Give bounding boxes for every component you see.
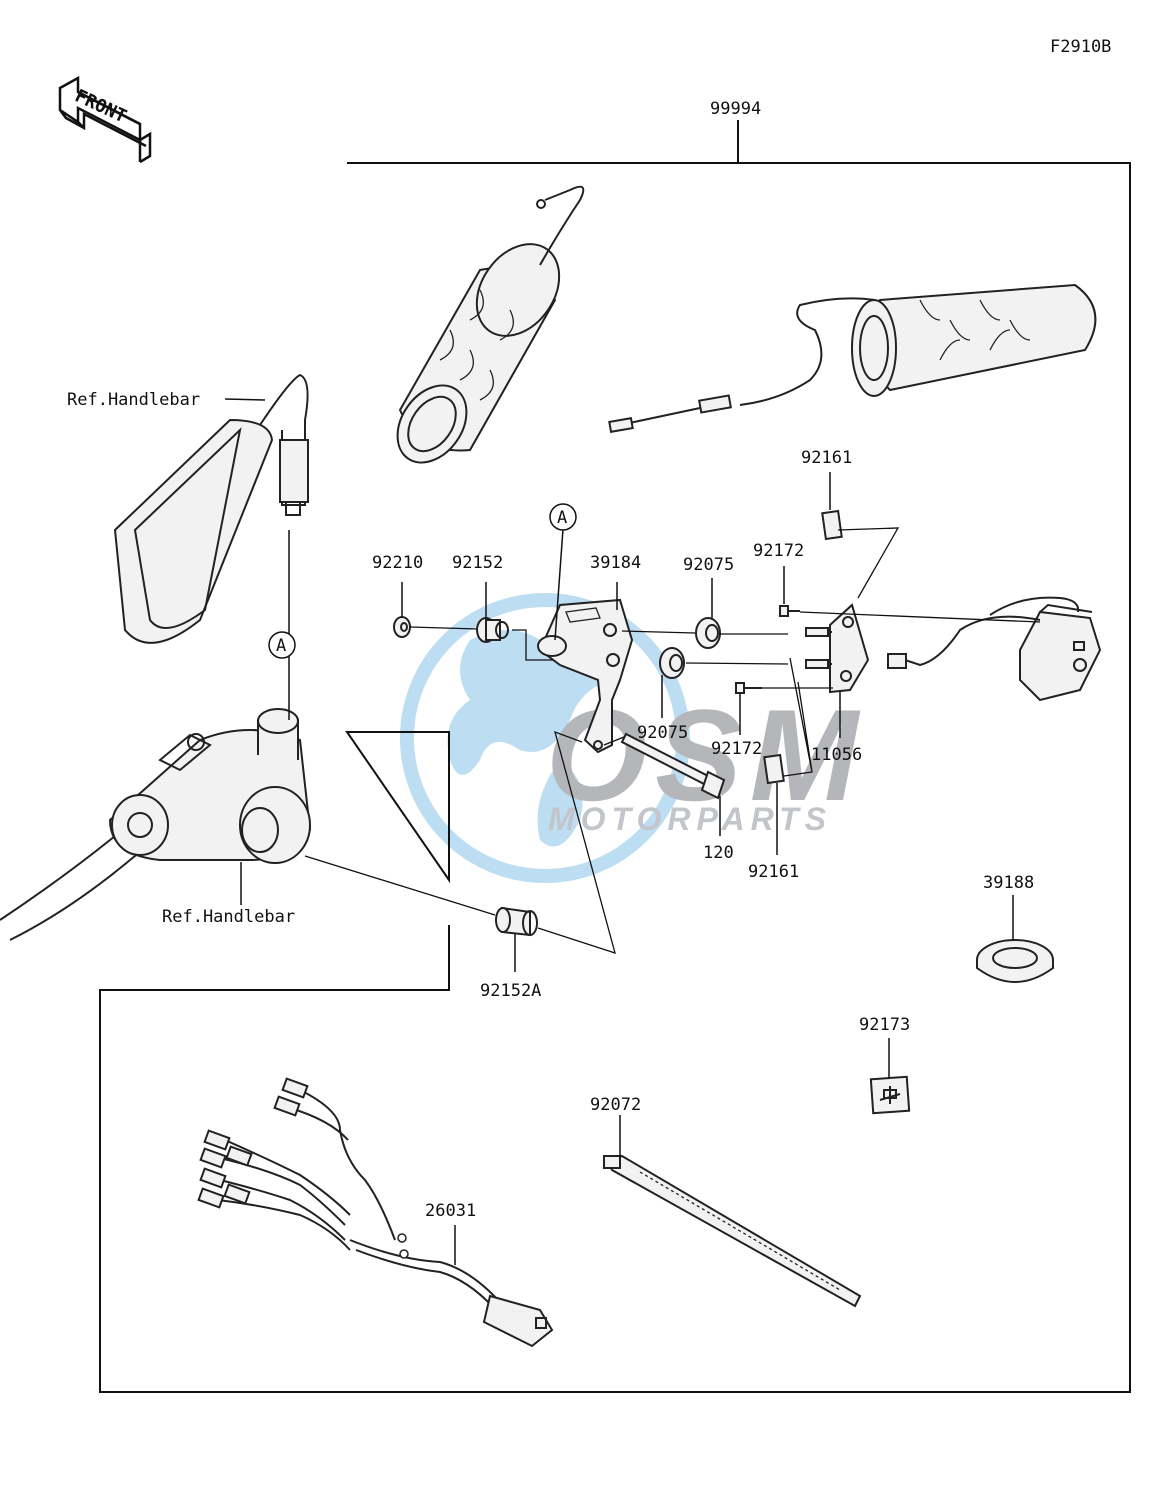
ref-handlebar-top: Ref.Handlebar [67, 390, 200, 410]
harness-connectors [197, 1077, 309, 1209]
harness-break-2 [399, 1249, 409, 1259]
label-92173: 92173 [859, 1015, 910, 1035]
front-label: FRONT [72, 85, 130, 127]
spacer-39188 [976, 939, 1054, 983]
marker-a-upper-leader [554, 528, 564, 641]
label-92152: 92152 [452, 553, 503, 573]
axis-bracket-grommet-top [621, 630, 696, 634]
watermark-tagline: MOTORPARTS [548, 801, 832, 837]
label-11056: 11056 [811, 745, 862, 765]
grommet-92075-top [695, 617, 721, 649]
axis-screw-controller [799, 611, 1041, 623]
pad-92161-top [821, 509, 843, 541]
axis-bolt-bracket [603, 736, 625, 746]
collar-92152 [476, 617, 509, 643]
marker-a-left [268, 631, 296, 659]
label-92072: 92072 [590, 1095, 641, 1115]
label-92075-bottom: 92075 [637, 723, 688, 743]
label-92075-top: 92075 [683, 555, 734, 575]
label-39184: 39184 [590, 553, 641, 573]
marker-a-upper-label: A [557, 508, 567, 528]
marker-a-upper [549, 503, 577, 531]
label-92161-bottom: 92161 [748, 862, 799, 882]
marker-a-left-label: A [276, 636, 286, 656]
switch-bracket-11056 [805, 603, 870, 694]
screw-92172-top [779, 605, 800, 617]
label-26031: 26031 [425, 1201, 476, 1221]
heated-grip-controller [887, 596, 1102, 702]
cable-tie-92072 [603, 1154, 862, 1308]
label-39188: 39188 [983, 873, 1034, 893]
mirror [113, 373, 309, 644]
pad-top-bracket-leader [837, 527, 900, 599]
grommet-92075-bottom [659, 647, 685, 679]
washer-92210 [393, 616, 411, 638]
label-92172-top: 92172 [753, 541, 804, 561]
label-92152A: 92152A [480, 981, 541, 1001]
screw-92172-bottom [735, 682, 762, 694]
kit-frame [99, 162, 1131, 1393]
axis-collar-bracket-v [537, 730, 616, 954]
label-92172-bottom: 92172 [711, 739, 762, 759]
wiring-harness-26031 [197, 1077, 554, 1348]
diagram-code: F2910B [1050, 37, 1111, 57]
collar-92152A [495, 906, 538, 937]
handlebar-clamp-assembly [0, 708, 312, 941]
bolt-120 [620, 732, 726, 800]
harness-break-1 [397, 1233, 407, 1243]
label-120: 120 [703, 843, 734, 863]
bracket-39184 [537, 598, 634, 754]
axis-clamp-collar [304, 855, 496, 916]
pad-bottom-bracket-leader [783, 657, 813, 777]
left-heated-grip [396, 185, 585, 464]
watermark-globe [400, 593, 690, 883]
clip-92173 [869, 1075, 911, 1115]
label-99994: 99994 [710, 99, 761, 119]
axis-washer-collar [409, 626, 479, 630]
front-arrow-icon: FRONT [58, 75, 152, 164]
pad-92161-bottom [763, 753, 785, 785]
axis-grommet-bottom [685, 662, 789, 665]
ref-handlebar-top-leader [224, 398, 266, 401]
label-92210: 92210 [372, 553, 423, 573]
ref-handlebar-bottom: Ref.Handlebar [162, 907, 295, 927]
right-heated-grip [608, 283, 1097, 433]
label-92161-top: 92161 [801, 448, 852, 468]
